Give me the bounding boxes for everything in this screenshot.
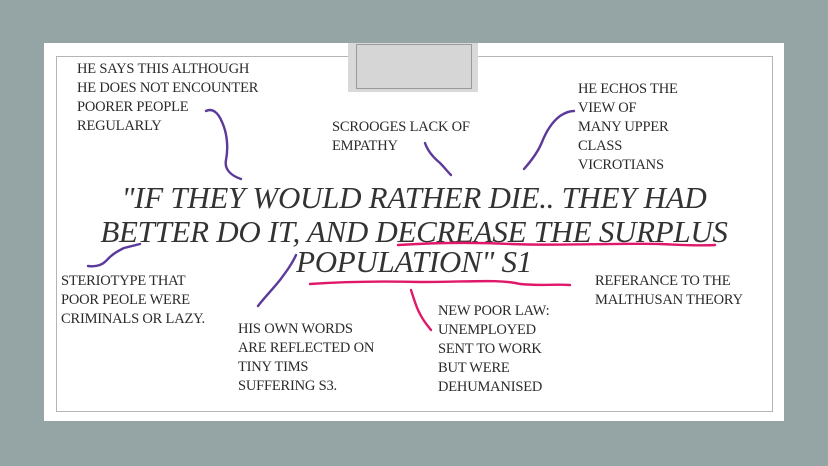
- purple-line-not-encounter: [204, 108, 243, 181]
- pink-underline-decrease: [396, 241, 717, 247]
- annotation-own-words: HIS OWN WORDS ARE REFLECTED ON TINY TIMS…: [238, 321, 375, 394]
- slide: [44, 43, 784, 421]
- purple-line-stereotype: [86, 242, 142, 268]
- annotation-malthusian: REFERANCE TO THE MALTHUSAN THEORY: [595, 273, 743, 308]
- pink-underline-population: [308, 279, 572, 287]
- purple-line-echos: [522, 109, 576, 171]
- quote-line-1: "IF THEY WOULD RATHER DIE.. THEY HAD: [121, 180, 707, 215]
- purple-line-own-words: [256, 253, 298, 308]
- annotation-poor-law: NEW POOR LAW: UNEMPLOYED SENT TO WORK BU…: [438, 303, 550, 395]
- annotation-echos-view: HE ECHOS THE VIEW OF MANY UPPER CLASS VI…: [578, 81, 678, 173]
- purple-line-empathy: [423, 141, 453, 177]
- annotation-lack-empathy: SCROOGES LACK OF EMPATHY: [332, 119, 470, 154]
- annotation-not-encounter: HE SAYS THIS ALTHOUGH HE DOES NOT ENCOUN…: [77, 61, 259, 134]
- slide-placeholder-box: [348, 43, 478, 92]
- placeholder-inner: [356, 44, 472, 89]
- pink-line-poor-law: [409, 288, 433, 332]
- annotation-stereotype: STERIOTYPE THAT POOR PEOLE WERE CRIMINAL…: [61, 273, 205, 327]
- quote-line-3: POPULATION" S1: [296, 244, 532, 279]
